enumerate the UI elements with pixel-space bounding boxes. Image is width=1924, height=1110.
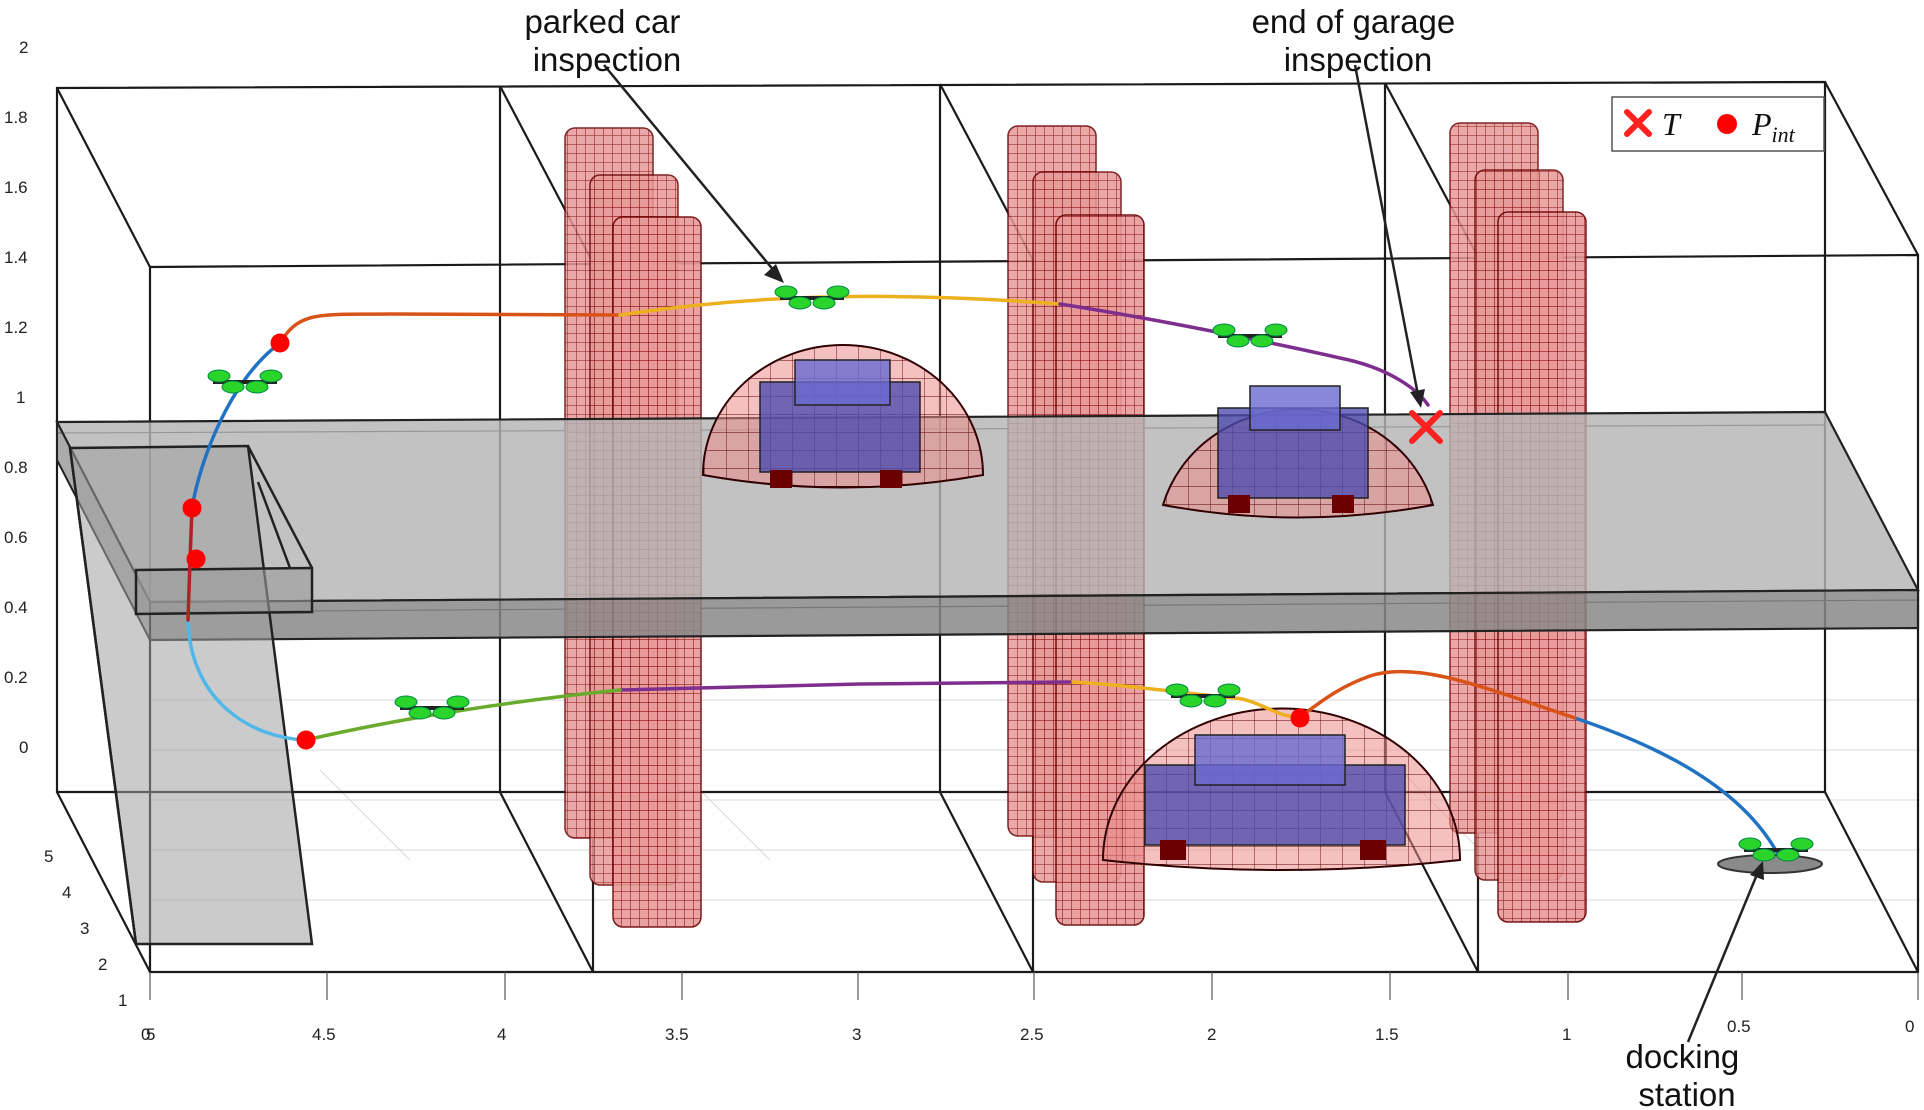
- x-tick: 3.5: [665, 1025, 689, 1044]
- target-marker: [1409, 410, 1443, 444]
- y-axis-ticks: 5 4 3 2 1 0: [44, 847, 150, 1044]
- drone-icon: [394, 695, 470, 720]
- y-tick: 5: [44, 847, 53, 866]
- z-tick: 0.8: [4, 458, 28, 477]
- path-segment-lower-middle: [618, 680, 1072, 692]
- dome-car-1: [701, 344, 985, 489]
- annotation-end-of-garage-line1: end of garage: [1252, 3, 1456, 40]
- legend-target-label: T: [1662, 106, 1682, 142]
- x-tick: 4: [497, 1025, 506, 1044]
- path-segment-top-left: [278, 312, 622, 345]
- z-tick: 2: [19, 38, 28, 57]
- x-axis-ticks: 5 4.5 4 3.5 3 2.5 2 1.5 1 0.5 0: [146, 972, 1919, 1044]
- drone-icon: [1165, 683, 1241, 708]
- x-tick: 4.5: [312, 1025, 336, 1044]
- floor-slab: [55, 410, 1920, 642]
- legend-target-icon: [1624, 109, 1652, 137]
- drone-icon: [1738, 837, 1814, 862]
- legend-point-label: Pint: [1751, 106, 1796, 147]
- x-tick: 1.5: [1375, 1025, 1399, 1044]
- waypoint-marker: [186, 549, 206, 569]
- z-tick: 0: [19, 738, 28, 757]
- x-tick: 2.5: [1020, 1025, 1044, 1044]
- drones: [207, 285, 1814, 862]
- annotation-parked-car-line2: inspection: [533, 41, 682, 78]
- annotation-end-of-garage: end of garage inspection: [1252, 3, 1465, 78]
- drone-icon: [1212, 323, 1288, 348]
- path-segment-up: [190, 341, 282, 510]
- dome-car-2: [1161, 385, 1435, 519]
- y-tick: 2: [98, 955, 107, 974]
- z-tick: 1.6: [4, 178, 28, 197]
- path-segment-lower-right: [1298, 669, 1577, 720]
- annotation-parked-car-line1: parked car: [524, 3, 680, 40]
- drone-icon: [774, 285, 850, 310]
- x-tick: 5: [146, 1025, 155, 1044]
- annotation-arrows: [603, 64, 1764, 1043]
- path-segment-ramp-down: [186, 618, 308, 742]
- y-tick: 1: [118, 991, 127, 1010]
- z-tick: 0.4: [4, 598, 28, 617]
- x-tick: 0.5: [1727, 1017, 1751, 1036]
- waypoints: [182, 333, 1310, 750]
- z-tick: 0.2: [4, 668, 28, 687]
- waypoint-marker: [270, 333, 290, 353]
- x-tick: 3: [852, 1025, 861, 1044]
- legend-point-icon: [1717, 114, 1737, 134]
- path-segment-top-right: [1058, 302, 1430, 407]
- legend-point-subscript: int: [1772, 122, 1796, 147]
- drone-icon: [207, 369, 283, 394]
- annotation-docking-station-line1: docking: [1626, 1038, 1740, 1075]
- legend-point-symbol: P: [1751, 106, 1772, 142]
- y-tick: 4: [62, 883, 71, 902]
- annotation-end-of-garage-line2: inspection: [1284, 41, 1433, 78]
- waypoint-marker: [182, 498, 202, 518]
- waypoint-marker: [1290, 708, 1310, 728]
- waypoint-marker: [296, 730, 316, 750]
- dome-car-3: [1101, 707, 1462, 871]
- pillar-group-right: [1449, 122, 1587, 923]
- legend: T Pint: [1611, 96, 1825, 152]
- ramp: [68, 444, 314, 946]
- z-tick: 1.2: [4, 318, 28, 337]
- annotation-parked-car: parked car inspection: [524, 3, 689, 78]
- z-tick: 0.6: [4, 528, 28, 547]
- annotation-docking-station: docking station: [1626, 1038, 1749, 1110]
- x-tick: 0: [1905, 1017, 1914, 1036]
- z-tick: 1: [16, 388, 25, 407]
- z-tick: 1.8: [4, 108, 28, 127]
- path-segment-docking-to-lower: [1573, 716, 1782, 860]
- path-segment-lower-left: [304, 688, 622, 742]
- x-tick: 1: [1562, 1025, 1571, 1044]
- annotation-docking-station-line2: station: [1638, 1076, 1735, 1110]
- y-tick: 0: [141, 1025, 150, 1044]
- x-tick: 2: [1207, 1025, 1216, 1044]
- z-tick: 1.4: [4, 248, 28, 267]
- z-axis-ticks: 2 1.8 1.6 1.4 1.2 1 0.8 0.6 0.4 0.2 0: [4, 38, 28, 757]
- y-tick: 3: [80, 919, 89, 938]
